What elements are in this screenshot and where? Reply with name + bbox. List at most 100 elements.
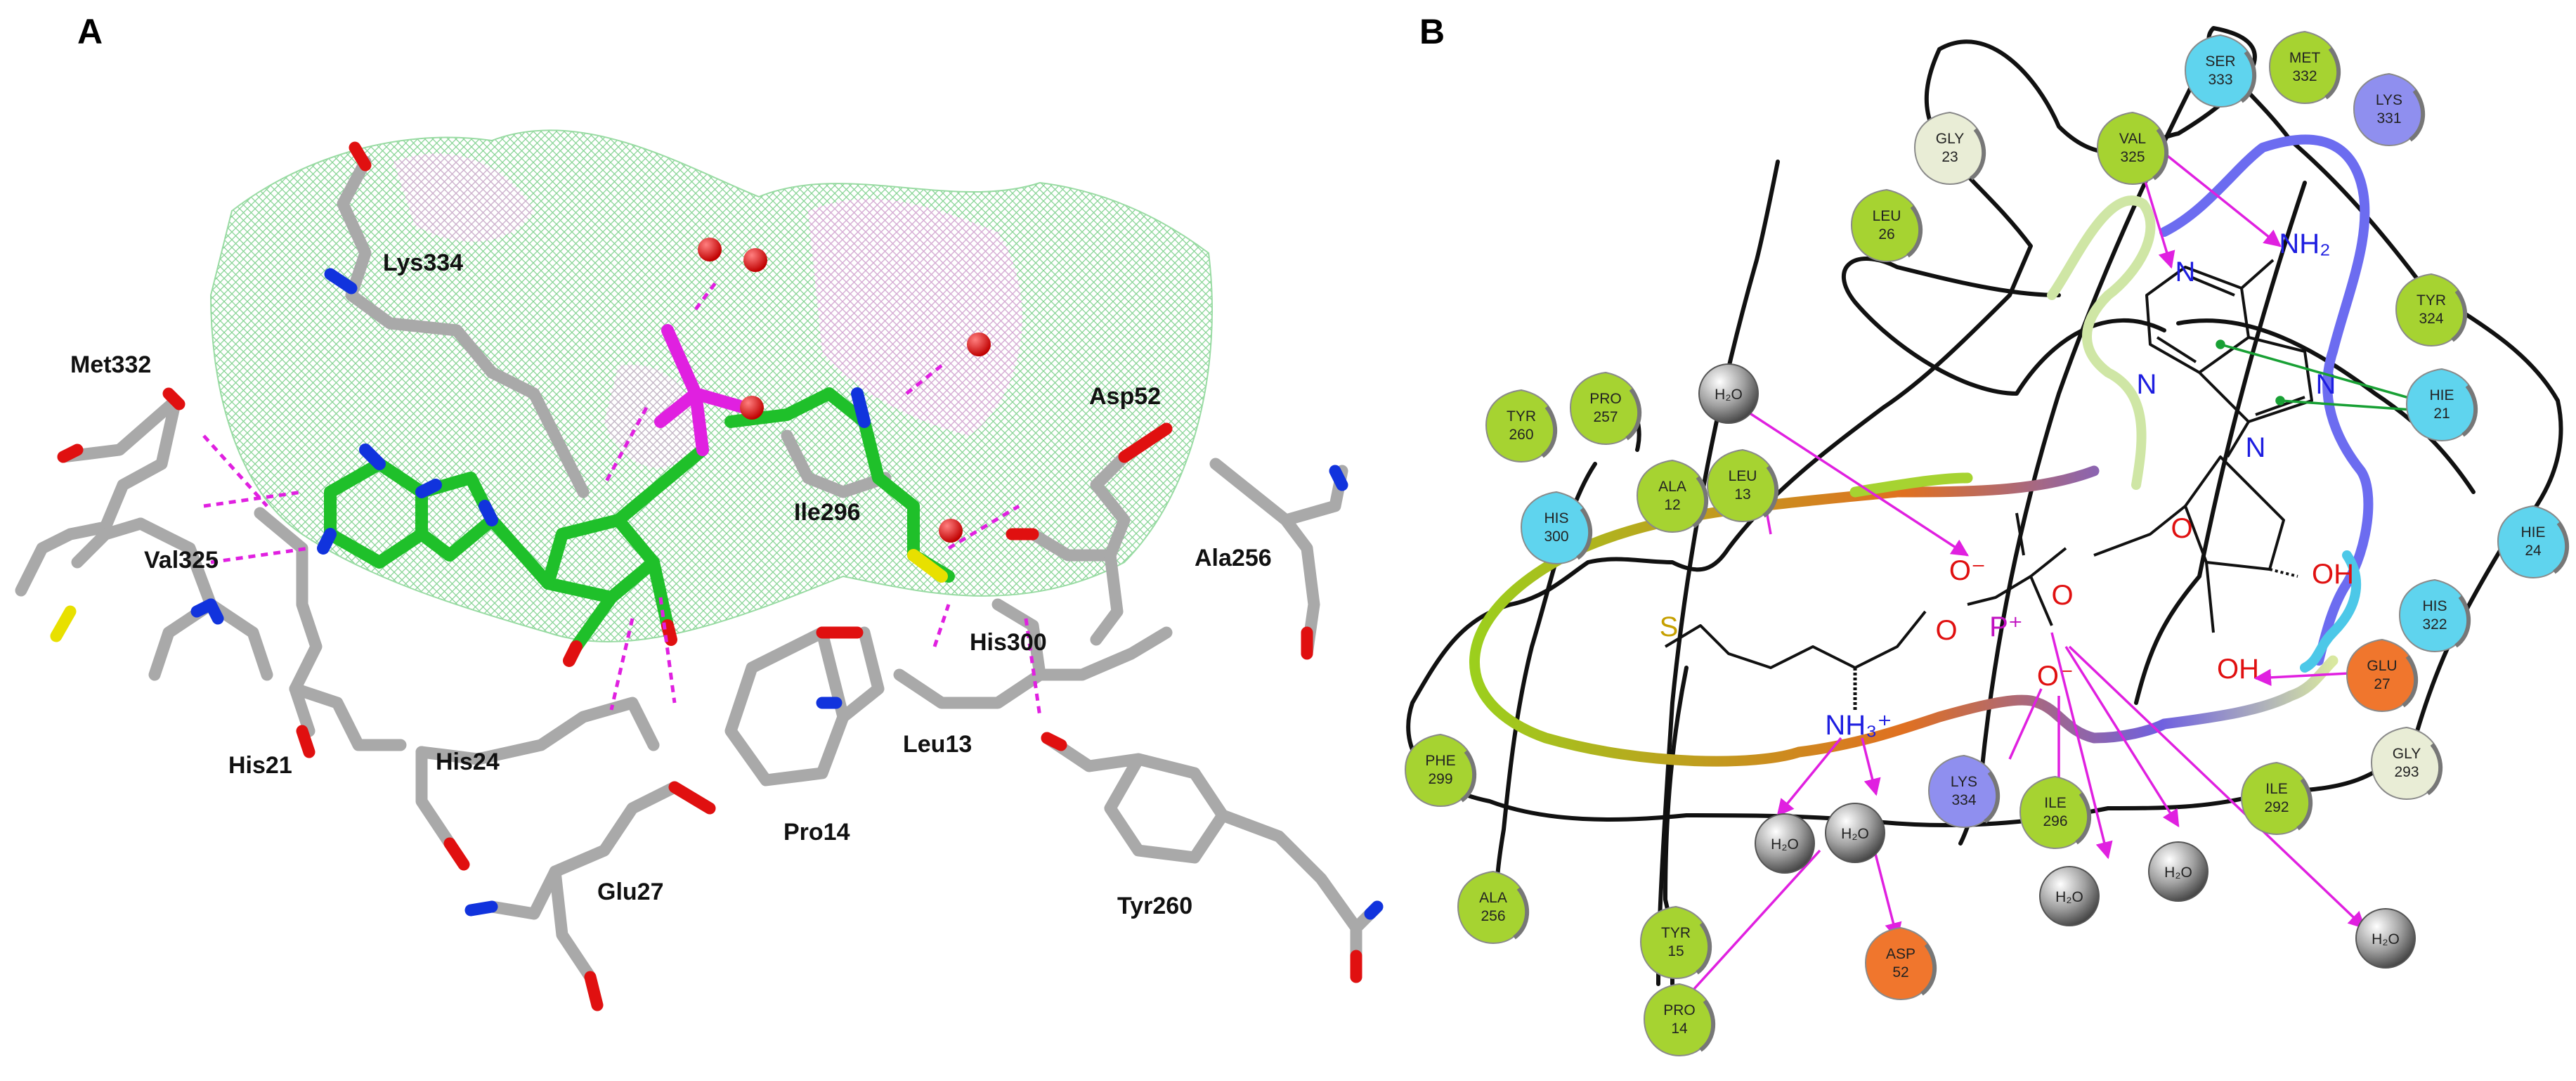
residue-number: 331 xyxy=(2376,110,2401,127)
residue-shadow xyxy=(1625,388,1641,441)
residue-number: 23 xyxy=(1941,149,1958,165)
water-b-4: H₂O xyxy=(2039,866,2100,926)
residue-hie-24: HIE 24 xyxy=(2497,505,2569,579)
residue-name: GLY xyxy=(2393,746,2421,762)
water-label: H₂O xyxy=(2055,889,2083,905)
residue-name: GLU xyxy=(2367,658,2397,674)
water-sphere xyxy=(1755,813,1815,874)
residue-name: MET xyxy=(2289,50,2321,66)
residue-name: PRO xyxy=(1663,1002,1696,1018)
residue-gly-23: GLY 23 xyxy=(1913,111,1986,186)
residue-shadow xyxy=(1984,771,2000,824)
water-b-5: H₂O xyxy=(2148,841,2209,902)
residue-label-asp52: Asp52 xyxy=(1089,383,1161,410)
water-label: H₂O xyxy=(2372,931,2400,947)
residue-shadow xyxy=(2402,655,2418,708)
atom-o-minus-2: O⁻ xyxy=(2037,661,2074,692)
residue-label-met332: Met332 xyxy=(70,351,151,378)
residue-nodes: SER333MET332LYS331GLY23VAL325LEU26TYR324… xyxy=(1404,30,2569,1057)
atom-p: P⁺ xyxy=(1989,611,2023,642)
residue-name: HIS xyxy=(2422,598,2447,614)
water-label: H₂O xyxy=(2164,865,2192,881)
residue-name: TYR xyxy=(1661,925,1691,941)
residue-number: 324 xyxy=(2419,311,2443,327)
protein-residues xyxy=(15,141,1384,1011)
panel-a-waters xyxy=(698,238,991,543)
panel-a-letter: A xyxy=(77,12,103,51)
water-label: H₂O xyxy=(1841,826,1869,842)
water-a-2 xyxy=(743,248,767,272)
residue-name: HIE xyxy=(2520,524,2545,540)
residue-number: 27 xyxy=(2374,676,2390,692)
residue-shadow xyxy=(2553,522,2569,574)
residue-number: 52 xyxy=(1892,964,1908,980)
residue-number: 299 xyxy=(1428,771,1452,787)
residue-shadow xyxy=(1541,406,1557,458)
residue-number: 15 xyxy=(1667,943,1684,959)
residue-name: HIE xyxy=(2429,387,2454,403)
residue-number: 13 xyxy=(1734,486,1750,503)
residue-name: LYS xyxy=(1951,774,1977,790)
water-nodes: H₂O H₂O H₂O H₂O H₂O H₂O xyxy=(1698,363,2416,969)
residue-label-ala256: Ala256 xyxy=(1195,545,1272,571)
residue-number: 334 xyxy=(1951,792,1976,808)
water-label: H₂O xyxy=(1715,387,1743,403)
residue-number: 296 xyxy=(2043,813,2067,829)
atom-oh-2: OH xyxy=(2217,654,2259,685)
water-a-1 xyxy=(698,238,722,261)
residue-number: 325 xyxy=(2120,149,2145,165)
residue-label-val325: Val325 xyxy=(144,547,219,574)
residue-label-tyr260: Tyr260 xyxy=(1117,893,1192,919)
water-sphere xyxy=(2039,866,2100,926)
residue-number: 260 xyxy=(1509,427,1533,443)
residue-shadow xyxy=(2152,128,2168,181)
residue-shadow xyxy=(1692,476,1708,529)
residue-shadow xyxy=(2324,47,2341,100)
panel-a-binding-pose: A xyxy=(15,12,1384,1011)
residue-number: 21 xyxy=(2433,406,2450,422)
residue-shadow xyxy=(2296,778,2312,831)
residue-shadow xyxy=(1906,205,1923,258)
residue-number: 14 xyxy=(1671,1021,1688,1037)
atom-o-ester: O xyxy=(2051,580,2073,611)
residue-name: TYR xyxy=(1507,408,1536,425)
residue-shadow xyxy=(2075,792,2091,845)
residue-number: 24 xyxy=(2525,543,2542,559)
water-b-1: H₂O xyxy=(1698,363,1759,424)
atom-oh-3: OH xyxy=(2312,559,2354,590)
water-label: H₂O xyxy=(1771,836,1799,853)
residue-number: 292 xyxy=(2264,799,2289,815)
residue-label-his21: His21 xyxy=(228,752,292,779)
residue-name: GLY xyxy=(1936,131,1964,147)
residue-shadow xyxy=(2409,89,2425,142)
residue-name: ALA xyxy=(1658,479,1686,495)
water-a-3 xyxy=(967,332,991,356)
residue-number: 257 xyxy=(1593,409,1618,425)
atom-n9: N xyxy=(2246,432,2266,463)
residue-label-leu13: Leu13 xyxy=(903,731,972,758)
panel-a-hbonds xyxy=(202,280,1042,718)
water-sphere xyxy=(2355,908,2416,969)
atom-nh3: NH₃⁺ xyxy=(1825,710,1892,741)
residue-number: 300 xyxy=(1544,529,1568,545)
residue-shadow xyxy=(1696,922,1712,975)
residue-pro-14: PRO 14 xyxy=(1643,983,1715,1057)
water-a-5 xyxy=(939,519,963,543)
residue-number: 12 xyxy=(1664,497,1680,513)
residue-shadow xyxy=(2461,384,2478,437)
residue-name: ILE xyxy=(2044,795,2067,811)
